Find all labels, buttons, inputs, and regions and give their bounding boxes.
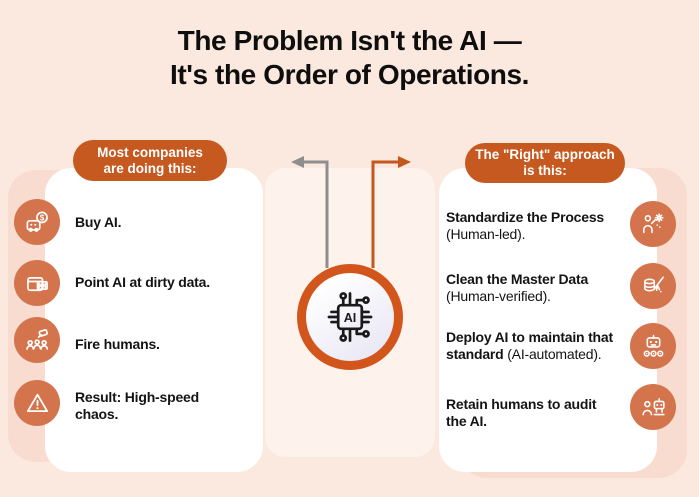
- page-title: The Problem Isn't the AI — It's the Orde…: [0, 24, 699, 92]
- wallet-cash-icon: [14, 260, 60, 306]
- right-panel-badge: The "Right" approach is this:: [465, 143, 625, 183]
- left-badge-line2: are doing this:: [103, 160, 197, 176]
- ai-chip-icon: AI: [327, 292, 373, 342]
- svg-text:$: $: [39, 213, 44, 222]
- left-item-fire-humans: Fire humans.: [75, 336, 160, 352]
- right-branch-arrow: [371, 156, 411, 268]
- human-robot-audit-icon: [630, 384, 676, 430]
- left-item-dirty-data: Point AI at dirty data.: [75, 274, 210, 290]
- left-branch-arrow: [291, 156, 329, 268]
- right-item-clean-data: Clean the Master Data (Human-verified).: [446, 271, 589, 304]
- left-panel-badge: Most companies are doing this:: [73, 140, 227, 181]
- right-panel: The "Right" approach is this:: [439, 143, 687, 478]
- right-panel-card: [439, 168, 657, 472]
- left-item-buy-ai: Buy AI.: [75, 214, 122, 230]
- ai-chip-circle: AI: [297, 264, 403, 370]
- left-arrowhead-icon: [291, 156, 304, 168]
- page-title-line1: The Problem Isn't the AI —: [177, 25, 522, 56]
- right-arrowhead-icon: [398, 156, 411, 168]
- robot-money-icon: $: [14, 199, 60, 245]
- right-badge-line2: is this:: [523, 163, 567, 178]
- fire-humans-icon: [14, 317, 60, 363]
- right-item-standardize: Standardize the Process (Human-led).: [446, 209, 605, 242]
- right-item-deploy-ai: Deploy AI to maintain that standard (AI-…: [446, 329, 613, 362]
- broom-database-icon: [630, 263, 676, 309]
- person-standardize-icon: [630, 201, 676, 247]
- right-badge-line1: The "Right" approach: [475, 147, 615, 162]
- robot-gears-icon: [630, 323, 676, 369]
- svg-text:AI: AI: [344, 311, 357, 325]
- warning-triangle-icon: [14, 380, 60, 426]
- page-title-line2: It's the Order of Operations.: [169, 59, 530, 90]
- right-item-retain-humans: Retain humans to audit the AI.: [446, 396, 597, 429]
- left-panel-card: [45, 168, 263, 472]
- branch-arrows: [291, 156, 411, 268]
- left-badge-line1: Most companies: [97, 144, 203, 160]
- left-item-chaos: Result: High-speed chaos.: [75, 389, 199, 422]
- left-panel: Most companies are doing this: $: [8, 140, 263, 472]
